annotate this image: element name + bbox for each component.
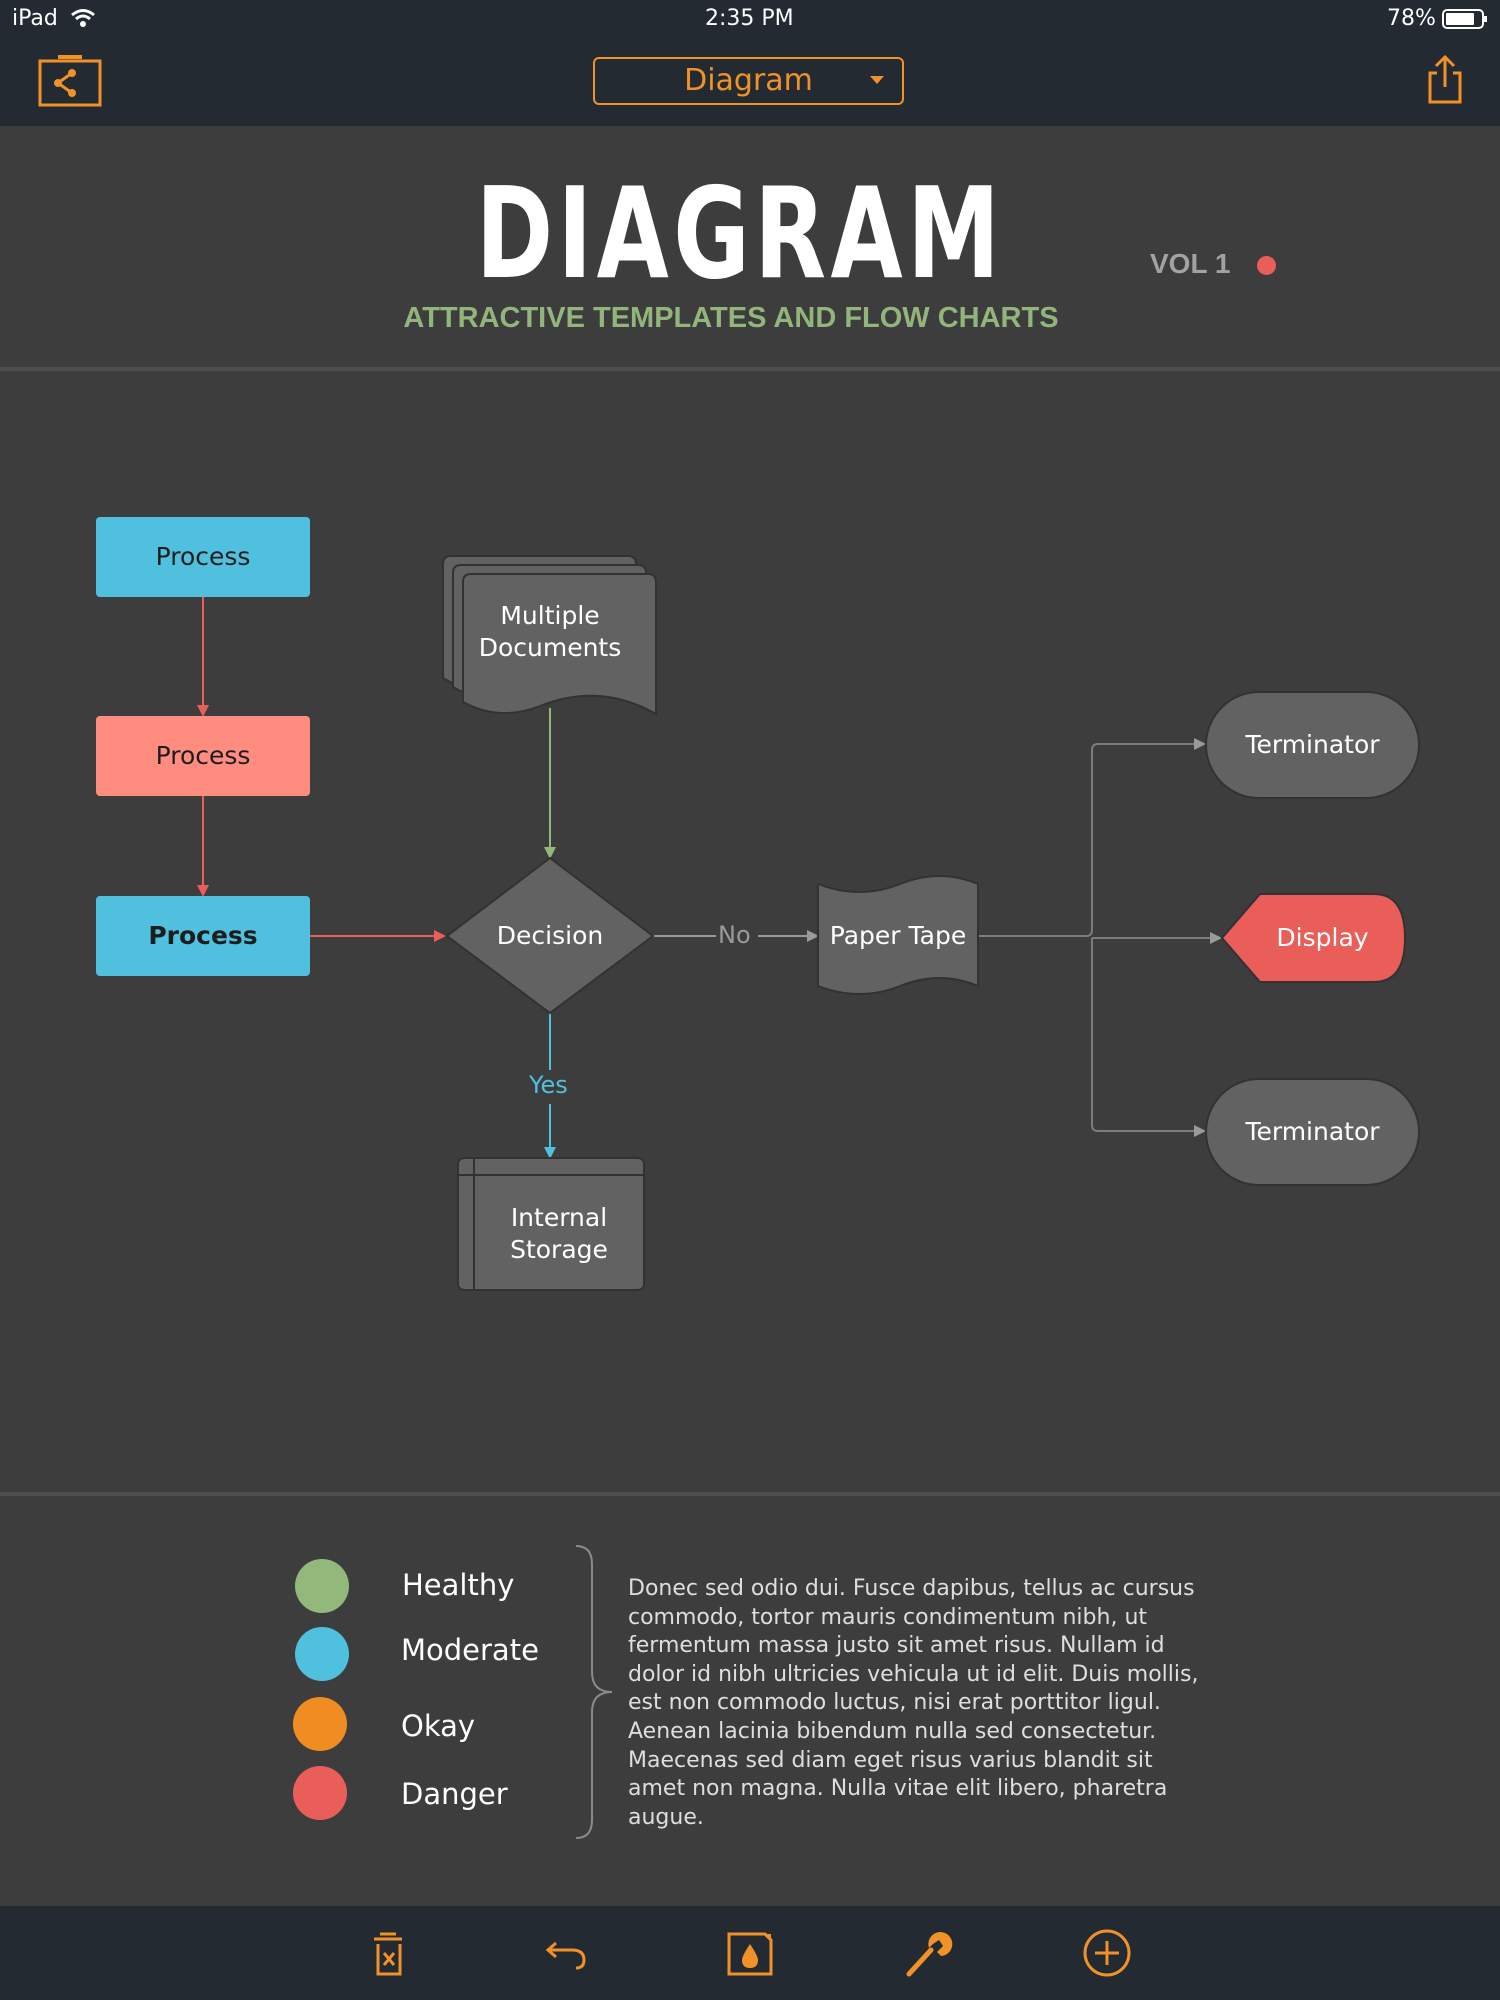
delete-icon[interactable] <box>364 1928 414 1978</box>
page-title: DIAGRAM <box>475 160 1005 307</box>
decision-node[interactable]: Decision <box>496 921 604 950</box>
volume-dot <box>1257 256 1276 275</box>
header: DIAGRAM ATTRACTIVE TEMPLATES AND FLOW CH… <box>0 126 1500 368</box>
multiple-documents-node[interactable]: Multiple Documents <box>478 601 622 662</box>
process-box-3 <box>96 896 310 976</box>
edge-label-yes: Yes <box>529 1071 568 1099</box>
nav-bar <box>0 40 1500 126</box>
undo-icon[interactable] <box>542 1928 592 1978</box>
battery-percent: 78% <box>1387 6 1436 31</box>
edge-papertape-terminator-bottom <box>1091 938 1206 1137</box>
add-icon[interactable] <box>1082 1928 1132 1978</box>
share-diagram-icon[interactable] <box>38 55 102 107</box>
terminator-bottom-node[interactable]: Terminator <box>1245 1117 1380 1146</box>
terminator-bottom-shape <box>1205 1078 1420 1186</box>
legend-divider <box>0 1492 1500 1496</box>
process-node-1[interactable]: Process <box>155 542 251 571</box>
status-bar: iPad 2:35 PM 78% <box>0 0 1500 40</box>
legend-brace <box>575 1545 613 1839</box>
process-node-2[interactable]: Process <box>155 741 251 770</box>
legend-panel: Healthy Moderate Okay Danger Donec sed o… <box>0 1500 1500 1904</box>
legend-label-okay: Okay <box>401 1709 476 1743</box>
dropdown-label: Diagram <box>684 63 813 98</box>
wrench-icon[interactable] <box>903 1928 953 1978</box>
document-dropdown[interactable]: Diagram <box>593 57 904 105</box>
display-shape <box>1220 893 1407 983</box>
diagram-canvas[interactable]: Process Process Process Multiple Documen… <box>0 372 1500 1492</box>
terminator-top-node[interactable]: Terminator <box>1245 730 1380 759</box>
legend-label-healthy: Healthy <box>402 1568 515 1602</box>
legend-label-moderate: Moderate <box>401 1633 539 1667</box>
multiple-documents-shape <box>462 573 657 716</box>
paper-tape-node[interactable]: Paper Tape <box>829 921 967 950</box>
header-divider <box>0 367 1500 371</box>
legend-label-danger: Danger <box>401 1777 508 1811</box>
legend-dot-danger <box>293 1766 347 1820</box>
legend-dot-moderate <box>295 1627 349 1681</box>
share-export-icon[interactable] <box>1427 55 1463 105</box>
device-name: iPad <box>12 6 58 31</box>
terminator-top-shape <box>1205 691 1420 799</box>
process-box-1 <box>96 517 310 597</box>
page-subtitle: ATTRACTIVE TEMPLATES AND FLOW CHARTS <box>403 302 1059 334</box>
internal-storage-node[interactable]: Internal Storage <box>510 1203 608 1264</box>
process-box-2 <box>96 716 310 796</box>
display-node[interactable]: Display <box>1276 923 1369 952</box>
style-icon[interactable] <box>725 1928 775 1978</box>
wifi-icon <box>71 9 95 27</box>
legend-dot-healthy <box>295 1559 349 1613</box>
decision-shape <box>445 856 655 1015</box>
edge-label-no: No <box>718 921 751 949</box>
legend-description: Donec sed odio dui. Fusce dapibus, tellu… <box>628 1576 1199 1830</box>
legend-dot-okay <box>293 1697 347 1751</box>
diagram-shapes <box>96 517 1420 1291</box>
bottom-toolbar <box>0 1906 1500 2000</box>
volume-label: VOL 1 <box>1150 248 1231 279</box>
chevron-down-icon <box>870 76 884 84</box>
status-time: 2:35 PM <box>705 6 794 31</box>
process-node-3[interactable]: Process <box>148 921 258 950</box>
battery-icon <box>1442 9 1487 29</box>
edge-papertape-terminator-top <box>978 738 1206 937</box>
internal-storage-shape <box>457 1157 645 1291</box>
paper-tape-shape <box>817 875 979 995</box>
